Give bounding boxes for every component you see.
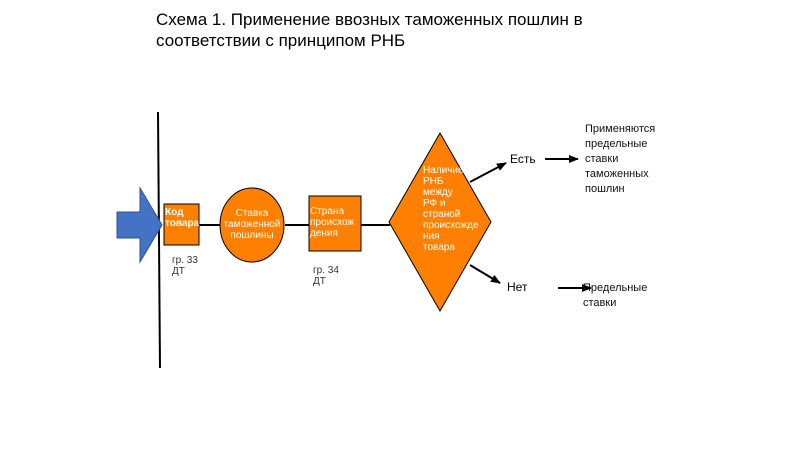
decision-line-3: между xyxy=(423,187,453,198)
border-line xyxy=(157,111,161,369)
title-line-2: соответствии с принципом РНБ xyxy=(156,31,406,50)
code-box-label: Код товара xyxy=(165,207,199,229)
rate-label-line-1: Ставка xyxy=(235,208,269,219)
entry-arrow xyxy=(116,186,163,264)
rate-ellipse xyxy=(219,187,285,263)
country-label-line-3: дения xyxy=(310,228,338,239)
decision-line-1: Наличие xyxy=(423,165,464,176)
rate-label-line-3: пошлины xyxy=(230,230,274,241)
no-outcome-line-2: ставки xyxy=(583,297,617,309)
yes-outcome-line-4: таможенных xyxy=(585,168,649,180)
no-branch-label: Нет xyxy=(507,280,528,294)
decision-line-8: товара xyxy=(423,242,455,253)
title-line-1: Схема 1. Применение ввозных таможенных п… xyxy=(156,10,583,29)
country-box-label: Страна происхож дения xyxy=(310,206,354,239)
decision-line-6: происхожде xyxy=(423,220,479,231)
decision-line-2: РНБ xyxy=(423,176,444,187)
decision-line-4: РФ и xyxy=(423,198,446,209)
yes-outcome-line-5: пошлин xyxy=(585,183,625,195)
code-note-line-1: гр. 33 xyxy=(172,255,198,266)
yes-branch-arrow xyxy=(469,162,507,183)
code-box xyxy=(163,203,200,246)
country-note-line-1: гр. 34 xyxy=(313,265,339,276)
decision-diamond xyxy=(388,131,492,313)
yes-outcome-line-2: предельные xyxy=(585,138,648,150)
yes-outcome-line-3: ставки xyxy=(585,153,619,165)
rate-ellipse-label: Ставка таможенной пошлины xyxy=(219,208,285,241)
decision-label: Наличие РНБ между РФ и страной происхожд… xyxy=(423,165,479,253)
no-branch-arrow xyxy=(469,264,501,284)
rate-label-line-2: таможенной xyxy=(223,219,281,230)
no-outcome-text: Предельные ставки xyxy=(583,281,647,311)
diagram-title: Схема 1. Применение ввозных таможенных п… xyxy=(156,9,676,51)
country-note-line-2: ДТ xyxy=(313,276,326,287)
decision-line-5: страной xyxy=(423,209,461,220)
code-label-line-2: товара xyxy=(165,218,200,229)
country-note: гр. 34 ДТ xyxy=(313,265,339,287)
no-outcome-line-1: Предельные xyxy=(583,282,648,294)
code-note: гр. 33 ДТ xyxy=(172,255,198,277)
yes-outcome-line-1: Применяются xyxy=(585,123,656,135)
decision-line-7: ния xyxy=(423,231,440,242)
yes-outcome-text: Применяются предельные ставки таможенных… xyxy=(585,122,655,197)
country-label-line-2: происхож xyxy=(310,217,355,228)
code-label-line-1: Код xyxy=(165,207,184,218)
country-box xyxy=(308,195,362,252)
code-note-line-2: ДТ xyxy=(172,266,185,277)
country-label-line-1: Страна xyxy=(310,206,345,217)
yes-branch-label: Есть xyxy=(510,152,536,166)
